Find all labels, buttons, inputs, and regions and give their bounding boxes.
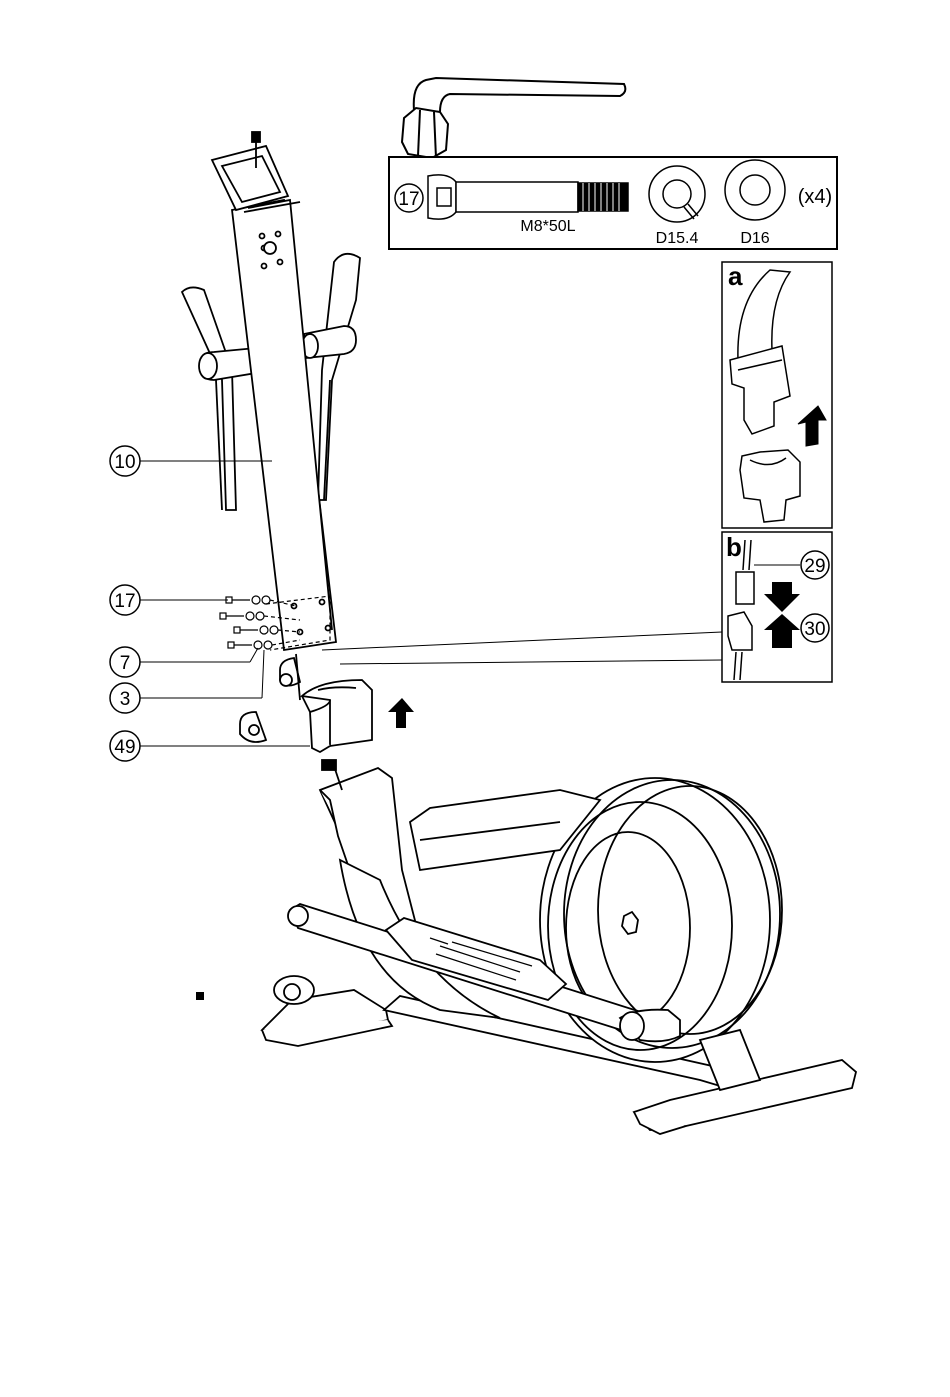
detail-b-leader-upper [322, 632, 722, 650]
callout-17: 17 [110, 585, 228, 615]
callout-10: 10 [110, 446, 272, 476]
detail-b-leader-lower [340, 660, 722, 664]
detail-panel-b: b 29 30 [722, 532, 832, 682]
quantity-label: (x4) [798, 186, 832, 208]
washer1-spec-label: D15.4 [656, 230, 699, 247]
detail-a-letter: a [728, 261, 743, 291]
callout-17-label: 17 [114, 591, 135, 612]
washer2-spec-label: D16 [740, 230, 769, 247]
callout-7: 7 [110, 647, 258, 677]
cover-part [302, 680, 372, 752]
detail-b-letter: b [726, 532, 742, 562]
allen-key-icon [402, 78, 625, 158]
upright-post [182, 132, 360, 742]
detail-panel-a: a [722, 261, 832, 528]
hardware-box: 17 M8*50L D15.4 D16 (x4) [389, 157, 837, 249]
callout-10-label: 10 [114, 452, 135, 473]
callout-49-label: 49 [114, 737, 135, 758]
bullet-icon [196, 992, 204, 1000]
hardware-bolt-callout: 17 [398, 189, 419, 210]
callout-30: 30 [804, 619, 825, 640]
callout-3-label: 3 [120, 689, 131, 710]
callout-29: 29 [804, 556, 825, 577]
up-arrow-icon [388, 698, 414, 728]
elliptical-frame [262, 760, 856, 1134]
callout-7-label: 7 [120, 653, 131, 674]
bolt-spec-label: M8*50L [520, 218, 575, 235]
callout-49: 49 [110, 731, 310, 761]
